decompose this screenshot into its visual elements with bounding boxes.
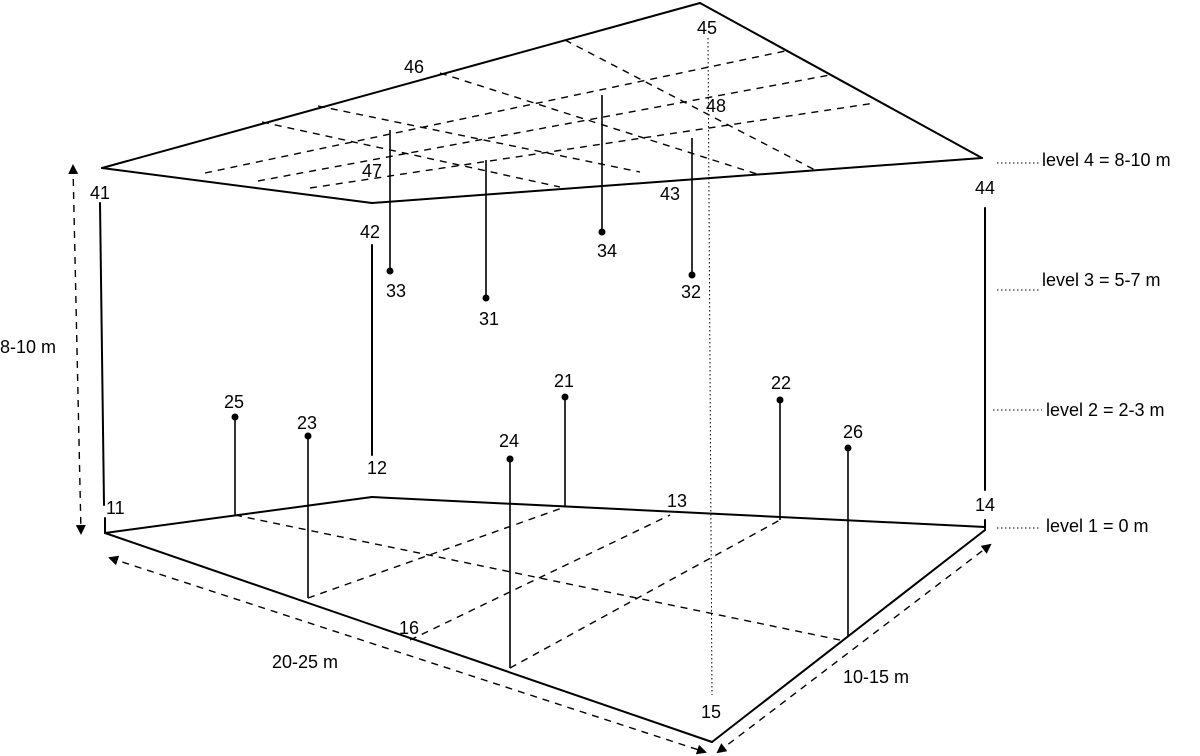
sensor-label-26: 26	[843, 422, 863, 442]
sensor-26-marker	[844, 444, 852, 452]
label-41: 41	[90, 183, 110, 203]
label-12: 12	[367, 458, 387, 478]
label-45: 45	[697, 18, 717, 38]
height-dimension-label: 8-10 m	[0, 337, 56, 357]
label-16: 16	[399, 618, 419, 638]
floor-grid	[234, 506, 841, 669]
sensor-25-marker	[231, 413, 239, 421]
ceiling-outline	[101, 2, 983, 204]
sensor-31-marker	[482, 294, 490, 302]
sensor-label-25: 25	[224, 392, 244, 412]
sensor-label-32: 32	[681, 282, 701, 302]
sensor-32-marker	[688, 271, 696, 279]
vertical-edges	[99, 37, 986, 696]
floor-outline	[104, 496, 986, 743]
level-2-label: level 2 = 2-3 m	[1046, 400, 1165, 420]
level-3-label: level 3 = 5-7 m	[1042, 270, 1161, 290]
sensor-label-21: 21	[554, 371, 574, 391]
sensor-33-marker	[386, 267, 394, 275]
width-dimension-label: 10-15 m	[843, 667, 909, 687]
level-leaders	[993, 162, 1042, 529]
label-13: 13	[667, 491, 687, 511]
sensor-23-marker	[304, 432, 312, 440]
label-15: 15	[701, 702, 721, 722]
sensor-21-marker	[561, 393, 569, 401]
sensor-24-marker	[506, 455, 514, 463]
label-44: 44	[975, 178, 995, 198]
label-14: 14	[975, 495, 995, 515]
level-4-label: level 4 = 8-10 m	[1042, 150, 1171, 170]
sensor-label-23: 23	[297, 413, 317, 433]
sensor-label-31: 31	[479, 309, 499, 329]
sensor-label-33: 33	[386, 281, 406, 301]
label-43: 43	[660, 184, 680, 204]
label-48: 48	[706, 96, 726, 116]
hanging-sensors	[386, 95, 696, 302]
label-11: 11	[106, 498, 125, 518]
ceiling-grid	[204, 39, 876, 189]
label-47: 47	[362, 161, 382, 181]
sensor-label-24: 24	[499, 431, 519, 451]
sensor-22-marker	[776, 396, 784, 404]
sensor-label-22: 22	[771, 373, 791, 393]
sensor-label-34: 34	[597, 241, 617, 261]
dimension-arrows	[68, 164, 992, 755]
label-46: 46	[404, 57, 424, 77]
level-1-label: level 1 = 0 m	[1046, 516, 1149, 536]
length-dimension-label: 20-25 m	[272, 652, 338, 672]
label-42: 42	[360, 222, 380, 242]
sensor-34-marker	[598, 228, 606, 236]
standing-sensors	[231, 393, 852, 668]
